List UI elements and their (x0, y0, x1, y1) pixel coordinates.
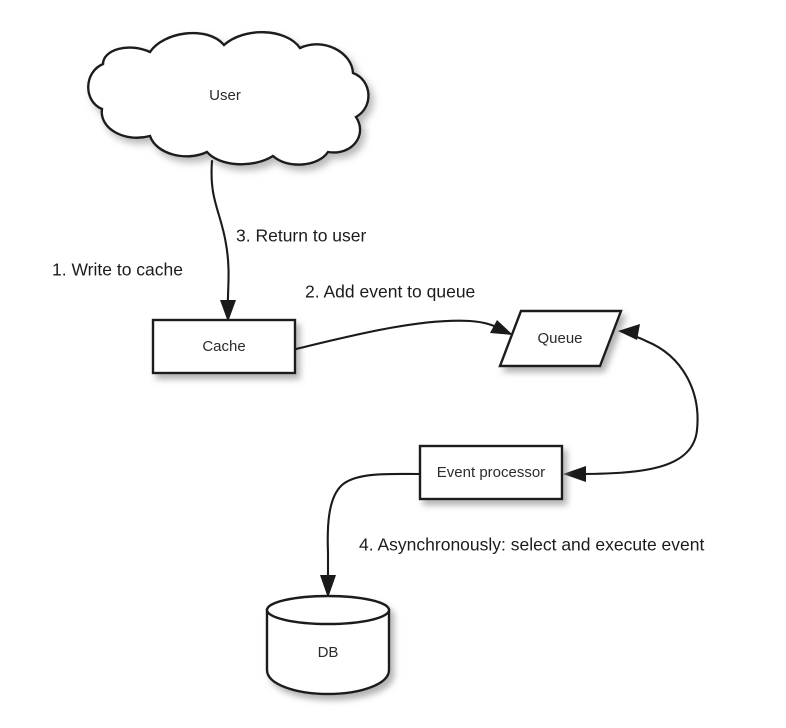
node-db[interactable]: DB (265, 594, 391, 696)
edge-processor-queue-loop[interactable] (563, 324, 699, 482)
arrow-head-cache (220, 300, 236, 322)
arrow-head-processor-loop (563, 466, 586, 482)
node-user[interactable]: User (87, 31, 370, 166)
node-cache-label: Cache (202, 338, 245, 355)
node-event-processor-label: Event processor (437, 464, 545, 481)
node-cache[interactable]: Cache (151, 318, 297, 375)
edge-user-to-cache[interactable] (210, 159, 236, 322)
edge-user-to-cache-path (210, 159, 230, 314)
node-user-label: User (209, 87, 241, 104)
queue-shape (498, 309, 623, 368)
node-queue[interactable]: Queue (498, 309, 623, 368)
cache-shape (151, 318, 297, 375)
step-label-3: 3. Return to user (236, 226, 367, 246)
event-processor-shape (418, 444, 564, 501)
edge-processor-to-db-path (326, 472, 421, 588)
cloud-shape (87, 31, 370, 166)
node-queue-label: Queue (537, 330, 582, 347)
db-cylinder-top (265, 594, 391, 626)
arrow-head-db (320, 575, 336, 598)
edge-processor-queue-loop-path (573, 332, 699, 476)
arrow-head-queue-loop (618, 324, 640, 340)
edge-processor-to-db[interactable] (320, 472, 421, 598)
step-label-4: 4. Asynchronously: select and execute ev… (359, 535, 704, 555)
arrow-head-queue-in (490, 320, 513, 335)
edge-cache-to-queue-path (294, 319, 505, 351)
node-event-processor[interactable]: Event processor (418, 444, 564, 501)
node-db-label: DB (318, 644, 339, 661)
db-cylinder-body (265, 608, 391, 696)
edge-cache-to-queue[interactable] (294, 319, 513, 351)
step-label-2: 2. Add event to queue (305, 282, 475, 302)
step-label-1: 1. Write to cache (52, 260, 183, 280)
